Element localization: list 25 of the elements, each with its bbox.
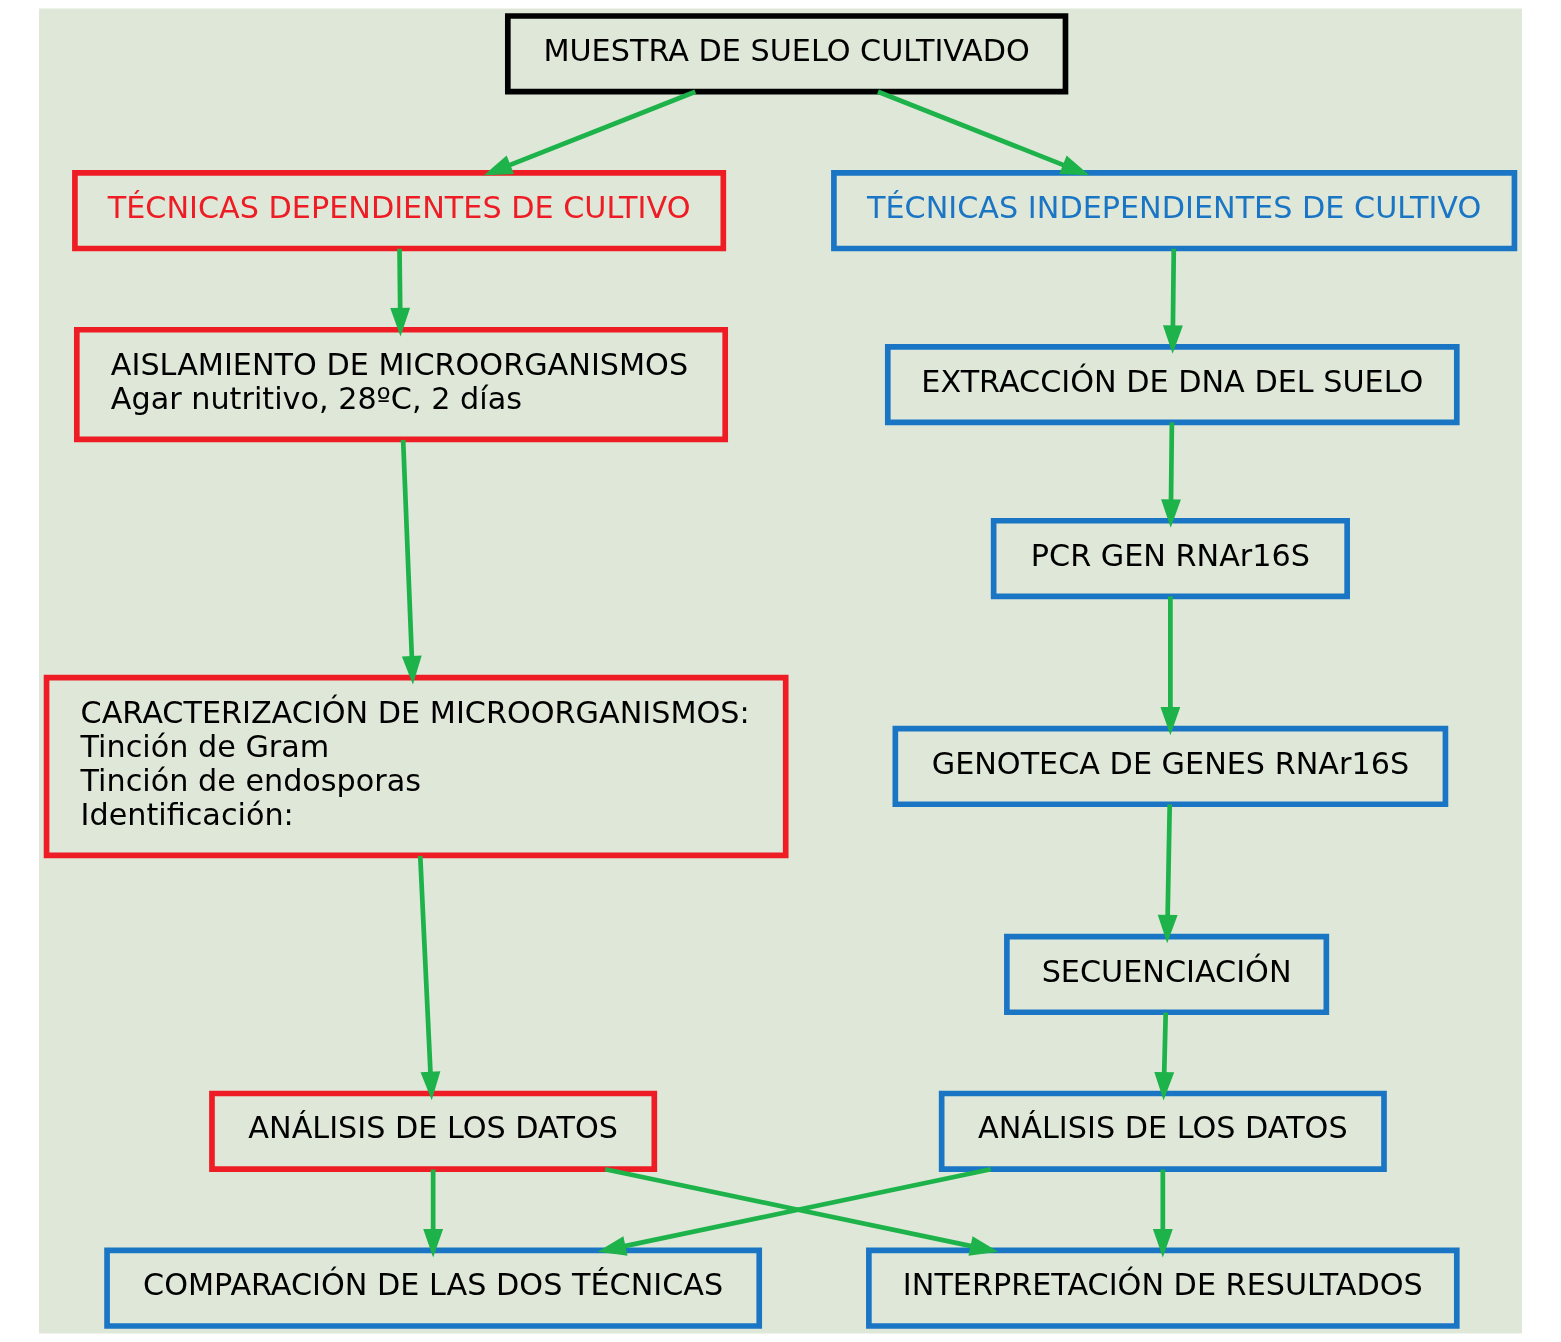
node-box: TÉCNICAS DEPENDIENTES DE CULTIVO <box>72 170 727 252</box>
arrow <box>1152 1169 1173 1258</box>
node-box: ANÁLISIS DE LOS DATOS <box>938 1090 1387 1172</box>
node-box: AISLAMIENTO DE MICROORGANISMOS Agar nutritivo, 28ºC, 2 días <box>73 326 729 443</box>
node-box: PCR GEN RNAr16S <box>990 517 1350 600</box>
node-box: MUESTRA DE SUELO CULTIVADO <box>504 13 1069 95</box>
arrow <box>1160 596 1181 736</box>
arrow <box>423 1169 444 1258</box>
arrow <box>400 439 422 685</box>
node-box: INTERPRETACIÓN DE RESULTADOS <box>866 1247 1460 1329</box>
arrow <box>417 855 441 1101</box>
node-box: COMPARACIÓN DE LAS DOS TÉCNICAS <box>104 1247 763 1329</box>
arrow <box>877 89 1090 176</box>
node-box: GENOTECA DE GENES RNAr16S <box>892 725 1449 808</box>
arrow <box>390 248 411 337</box>
node-box: CARACTERIZACIÓN DE MICROORGANISMOS: Tinción de Gram Tinción de endosporas Identificación: <box>43 674 789 859</box>
node-box: ANÁLISIS DE LOS DATOS <box>209 1090 658 1172</box>
node-box: TÉCNICAS INDEPENDIENTES DE CULTIVO <box>831 170 1518 252</box>
arrow <box>1157 804 1178 944</box>
arrow <box>1154 1012 1175 1101</box>
node-box: SECUENCIACIÓN <box>1004 933 1330 1016</box>
node-box: EXTRACCIÓN DE DNA DEL SUELO <box>884 343 1460 426</box>
arrow <box>483 89 697 176</box>
arrow <box>1162 248 1183 354</box>
arrow <box>1161 422 1181 528</box>
